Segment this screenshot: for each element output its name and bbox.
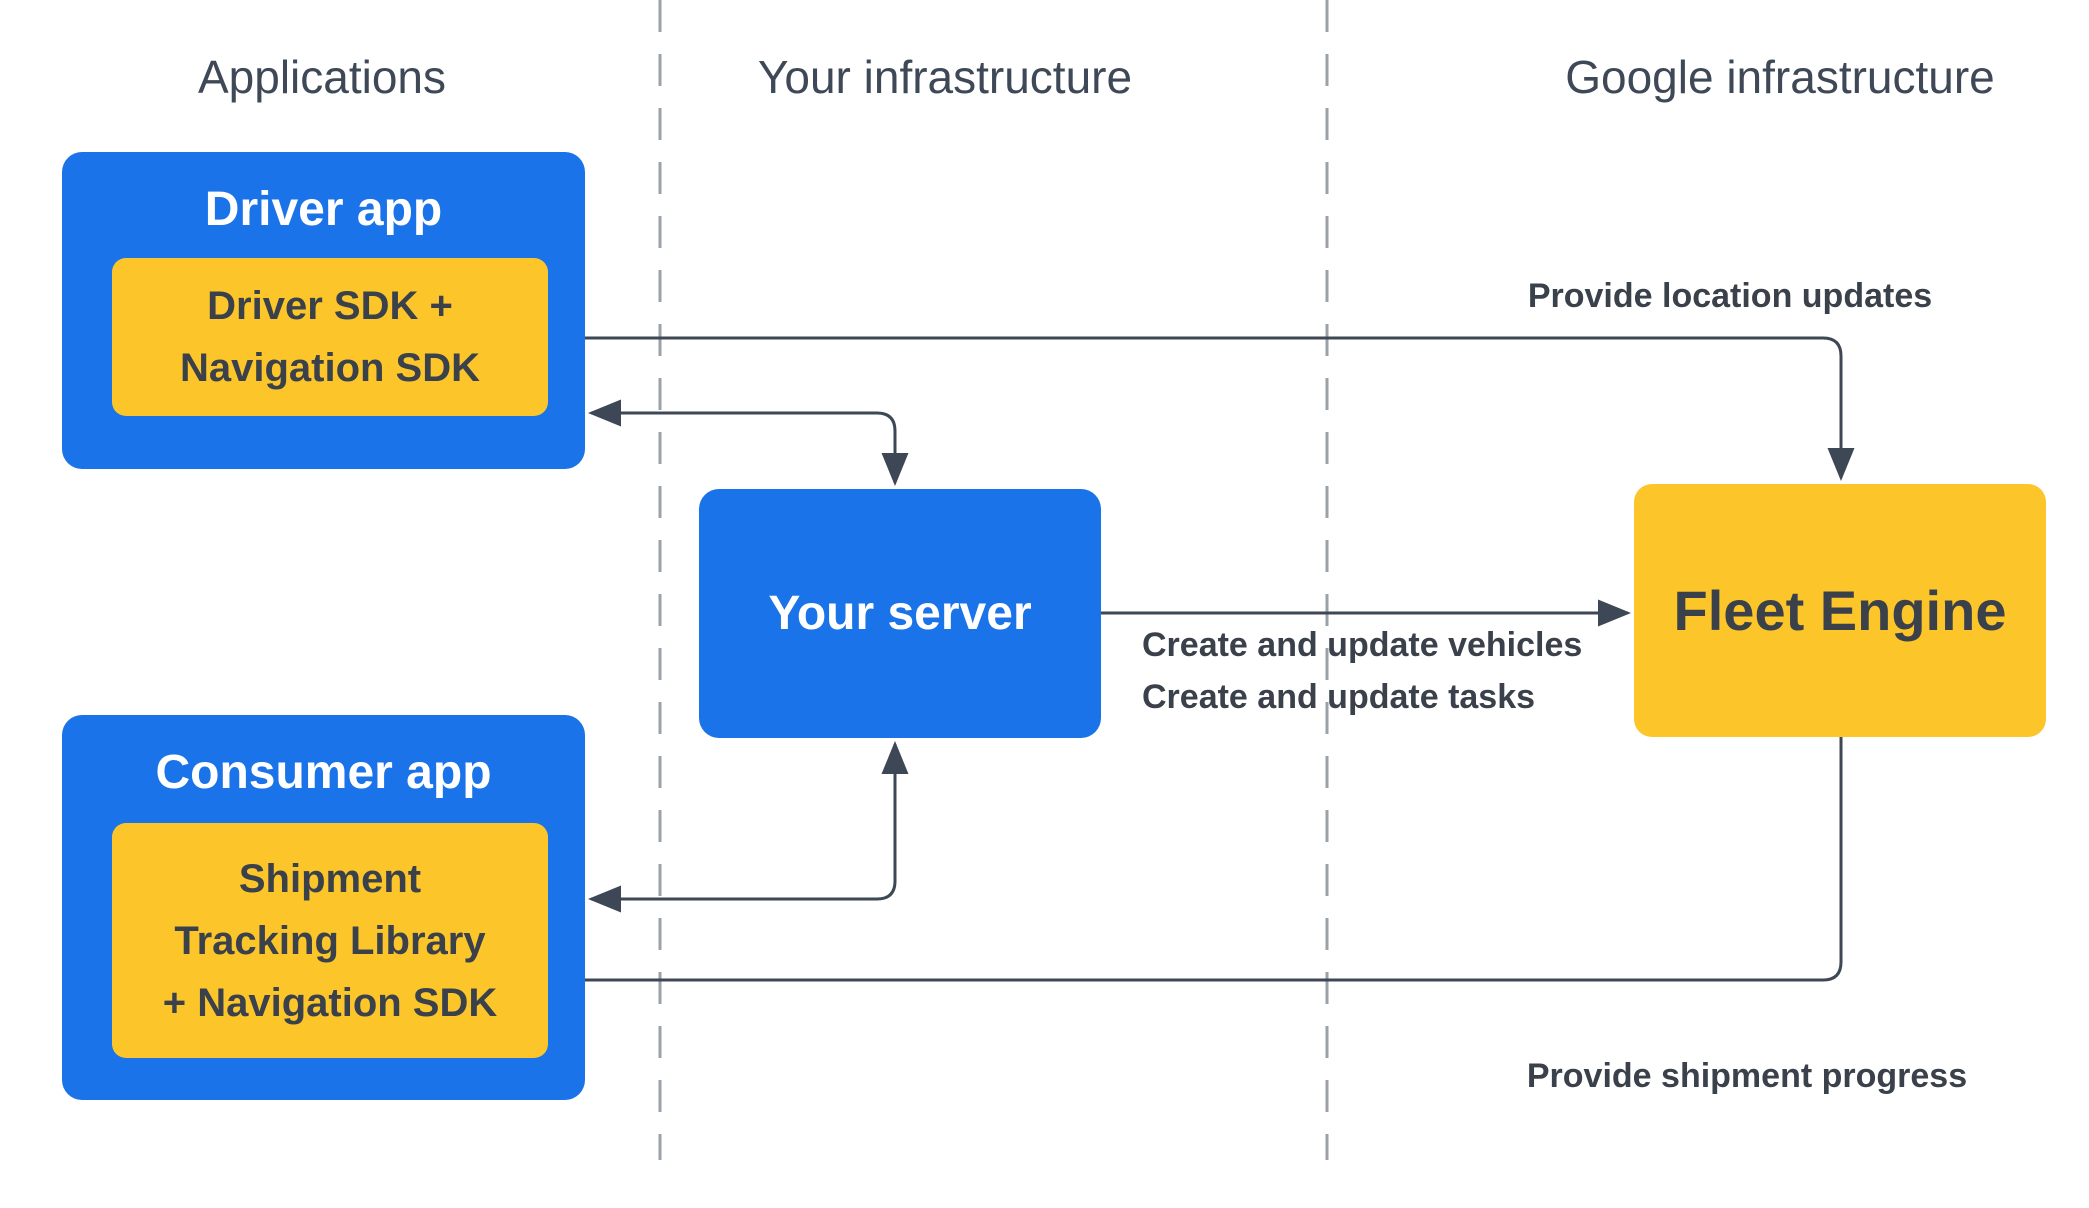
edge-driver-app-your-server [588, 399, 909, 486]
column-header-your-infrastructure: Your infrastructure [757, 51, 1133, 103]
driver-sdk-line-2: Navigation SDK [179, 346, 481, 390]
edge-consumer-app-your-server [588, 741, 909, 913]
edge-provide-shipment-progress [551, 737, 1843, 994]
driver-sdk-box: Driver SDK + Navigation SDK [112, 258, 548, 416]
shipment-tracking-library-box: Shipment Tracking Library + Navigation S… [112, 823, 548, 1058]
consumer-app-box: Consumer app Shipment Tracking Library +… [62, 715, 585, 1100]
your-server-box: Your server [699, 489, 1101, 738]
label-create-update-vehicles: Create and update vehicles [1142, 626, 1583, 664]
column-header-google-infrastructure: Google infrastructure [1565, 51, 1995, 103]
consumer-app-title: Consumer app [155, 746, 492, 799]
driver-app-box: Driver app Driver SDK + Navigation SDK [62, 152, 585, 469]
your-server-title: Your server [768, 587, 1032, 640]
label-provide-location-updates: Provide location updates [1527, 277, 1933, 315]
label-provide-shipment-progress: Provide shipment progress [1526, 1057, 1968, 1095]
fleet-engine-title: Fleet Engine [1673, 579, 2007, 642]
shipment-tracking-line-1: Shipment [238, 857, 422, 901]
driver-sdk-line-1: Driver SDK + [207, 284, 453, 328]
label-create-update-tasks: Create and update tasks [1142, 678, 1536, 716]
edge-provide-location-updates [550, 324, 1855, 481]
shipment-tracking-line-3: + Navigation SDK [162, 981, 498, 1025]
driver-app-title: Driver app [204, 183, 443, 236]
fleet-engine-box: Fleet Engine [1634, 484, 2046, 737]
label-create-and-update: Create and update vehicles Create and up… [1142, 619, 1582, 723]
shipment-tracking-line-2: Tracking Library [174, 919, 486, 963]
column-header-applications: Applications [197, 51, 447, 103]
